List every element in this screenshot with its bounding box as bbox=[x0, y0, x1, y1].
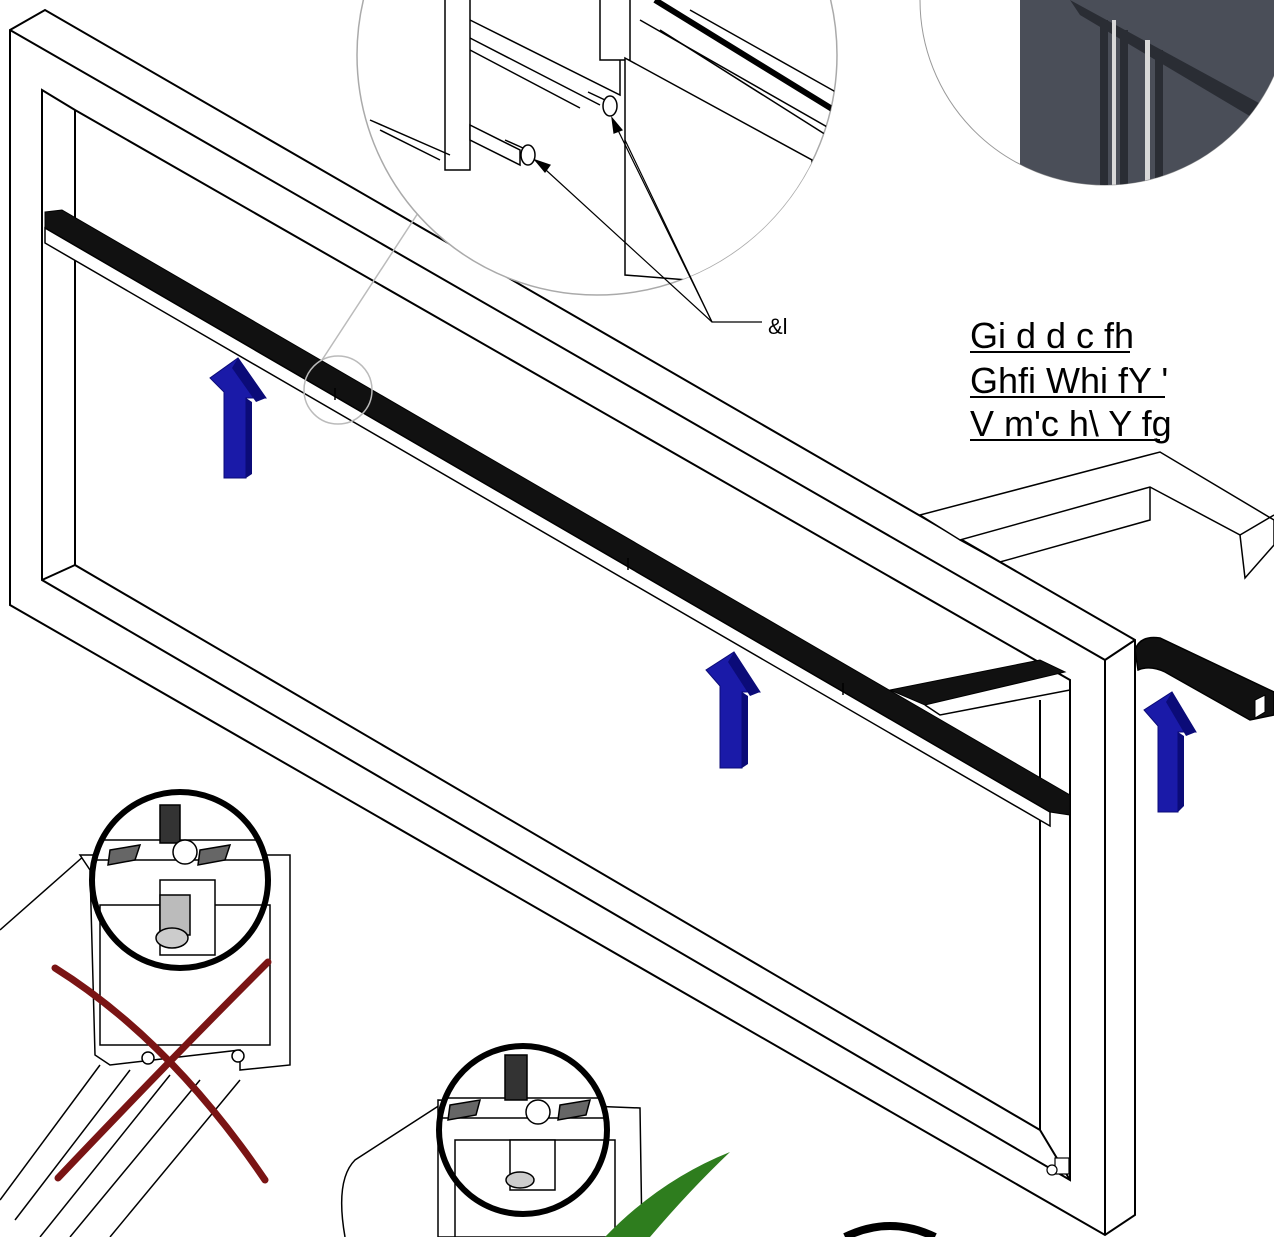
rail-extension bbox=[888, 659, 1071, 716]
detail-view-panel bbox=[919, 0, 1274, 186]
frame-fixing bbox=[1046, 1157, 1070, 1176]
check-mark-icon bbox=[605, 1152, 730, 1237]
screw-icon bbox=[843, 1222, 937, 1237]
callout-leaders bbox=[533, 116, 762, 323]
detail-locator bbox=[303, 209, 421, 425]
detail-correct-installation bbox=[340, 1043, 730, 1237]
up-arrow-icon bbox=[705, 651, 761, 769]
callout-part-number: &l bbox=[768, 314, 788, 339]
legend-line: Gi d d c fh bbox=[970, 315, 1134, 356]
detail-wrong-installation bbox=[0, 789, 291, 1237]
legend: Gi d d c fh Ghfi Whi fY ' V m'c h\ Y fg bbox=[970, 315, 1172, 444]
bracket-upper-right bbox=[918, 451, 1274, 580]
up-arrow-icon bbox=[1143, 691, 1197, 813]
cross-mark-icon bbox=[51, 958, 272, 1184]
up-arrow-icon bbox=[209, 357, 267, 479]
top-rail bbox=[44, 209, 1071, 828]
legend-line: V m'c h\ Y fg bbox=[970, 403, 1172, 444]
legend-line: Ghfi Whi fY ' bbox=[970, 360, 1168, 401]
detail-view-pins bbox=[356, 0, 838, 296]
rail-end-profile bbox=[1134, 636, 1274, 721]
